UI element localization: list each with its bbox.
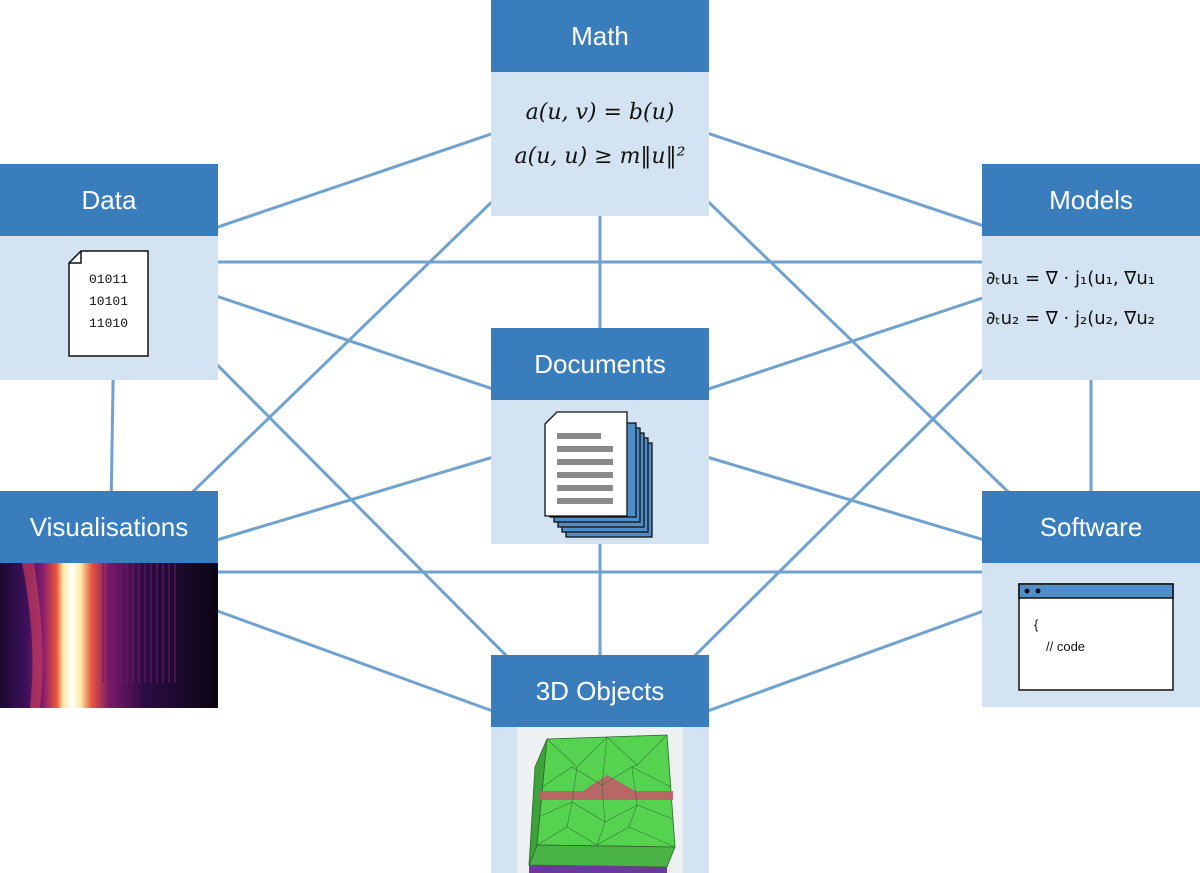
node-documents: Documents [491, 328, 709, 544]
math-formula-1: a(u, v) = b(u) [525, 100, 675, 125]
data-bits-row: 11010 [89, 316, 129, 331]
models-formula-1: ∂ₜu₁ = ∇ · j₁(u₁, ∇u₁ [986, 268, 1155, 289]
node-math: Math a(u, v) = b(u) a(u, u) ≥ m‖u‖² [491, 0, 709, 216]
node-3d-objects: 3D Objects [491, 655, 709, 873]
3d-mesh-render-image [517, 727, 683, 873]
node-software-body: { // code [982, 563, 1200, 707]
models-formula-2: ∂ₜu₂ = ∇ · j₂(u₂, ∇u₂ [986, 308, 1155, 329]
node-documents-title: Documents [491, 328, 709, 400]
node-software-title: Software [982, 491, 1200, 563]
data-bits-row: 01011 [89, 272, 129, 287]
node-data-body: 01011 10101 11010 [0, 236, 218, 380]
document-stack-icon [544, 411, 653, 538]
node-math-body: a(u, v) = b(u) a(u, u) ≥ m‖u‖² [491, 72, 709, 216]
node-models: Models ∂ₜu₁ = ∇ · j₁(u₁, ∇u₁ ∂ₜu₂ = ∇ · … [982, 164, 1200, 380]
math-formula-2: a(u, u) ≥ m‖u‖² [514, 144, 686, 169]
node-visualisations: Visualisations [0, 491, 218, 708]
software-code-line: { [1034, 617, 1039, 632]
node-math-title: Math [491, 0, 709, 72]
node-visualisations-title: Visualisations [0, 491, 218, 563]
node-documents-body [491, 400, 709, 544]
heatmap-plot-image [0, 563, 218, 708]
node-data-title: Data [0, 164, 218, 236]
node-models-body: ∂ₜu₁ = ∇ · j₁(u₁, ∇u₁ ∂ₜu₂ = ∇ · j₂(u₂, … [982, 236, 1200, 380]
node-3d-objects-body [491, 727, 709, 873]
data-bits-row: 10101 [89, 294, 129, 309]
software-code-line: // code [1046, 639, 1086, 654]
binary-file-icon [68, 250, 149, 357]
node-3d-objects-title: 3D Objects [491, 655, 709, 727]
node-models-title: Models [982, 164, 1200, 236]
node-visualisations-body [0, 563, 218, 708]
node-software: Software { // code [982, 491, 1200, 707]
node-data: Data 01011 10101 11010 [0, 164, 218, 380]
code-window-icon [1018, 583, 1174, 691]
